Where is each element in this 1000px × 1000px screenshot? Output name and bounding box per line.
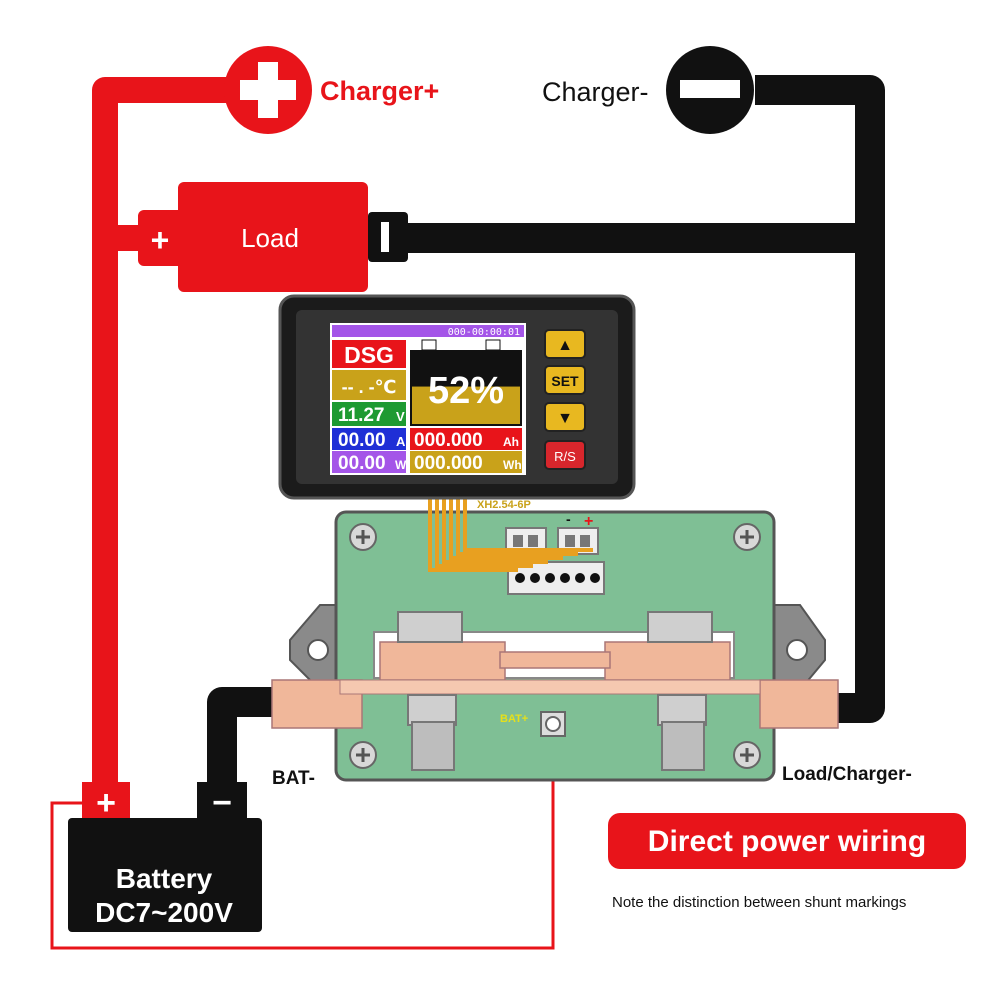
down-button[interactable]: ▼	[544, 402, 586, 432]
set-button[interactable]: SET	[544, 365, 586, 395]
power-unit: W	[395, 458, 407, 472]
timer-readout: 000-00:00:01	[448, 327, 520, 338]
temperature-readout: -- . -℃	[342, 377, 397, 397]
battery	[68, 782, 262, 932]
mounting-screw	[349, 523, 377, 551]
shunt-board: - +	[271, 510, 839, 782]
load-block	[138, 182, 408, 292]
battery-voltage: DC7~200V	[95, 897, 233, 928]
bat-minus-label: BAT-	[272, 768, 315, 789]
battery-name: Battery	[116, 863, 213, 894]
soc-gauge-fill	[412, 386, 520, 424]
red-wire-main	[92, 77, 235, 800]
load-plus-sign: +	[151, 222, 170, 258]
up-button[interactable]: ▲	[544, 329, 586, 359]
mounting-screw	[733, 741, 761, 769]
energy-unit: Wh	[503, 458, 522, 472]
charger-plus-label: Charger+	[320, 76, 439, 106]
black-wire-battery	[207, 687, 283, 800]
mounting-screw	[349, 741, 377, 769]
xh-header	[507, 561, 605, 595]
voltage-unit: V	[396, 409, 405, 424]
capacity-unit: Ah	[503, 435, 519, 449]
energy-readout: 000.000	[414, 453, 483, 474]
note-text: Note the distinction between shunt marki…	[612, 894, 906, 911]
shunt-bolt-left	[397, 611, 463, 771]
soc-readout: 52%	[428, 370, 504, 412]
black-wire-charger	[755, 75, 885, 723]
connector-label: XH2.54-6P	[477, 499, 531, 511]
down-arrow-icon: ▼	[557, 410, 573, 427]
charger-minus-terminal	[666, 46, 754, 134]
load-charger-minus-label: Load/Charger-	[782, 764, 912, 785]
meter-display: 000-00:00:01 DSG -- . -℃ 11.27 V 00.00 A…	[278, 294, 636, 500]
up-arrow-icon: ▲	[557, 337, 573, 354]
charger-plus-terminal	[224, 46, 312, 134]
battery-minus-sign: −	[212, 784, 232, 822]
battery-plus-sign: +	[96, 784, 116, 822]
set-button-label: SET	[551, 373, 579, 389]
bat-plus-terminal-label: BAT+	[500, 713, 528, 725]
sense-plus-mark: +	[584, 513, 593, 530]
battery-body	[68, 818, 262, 932]
sense-minus-mark: -	[566, 511, 571, 527]
load-minus-icon	[381, 222, 389, 252]
title-banner	[608, 813, 966, 869]
thin-red-sense-wire	[50, 735, 555, 950]
charger-minus-label: Charger-	[542, 77, 649, 107]
current-unit: A	[396, 434, 406, 449]
mounting-screw	[733, 523, 761, 551]
black-wires	[207, 75, 885, 800]
reset-button-label: R/S	[554, 449, 576, 464]
status-readout: DSG	[344, 342, 394, 368]
title-banner-text: Direct power wiring	[648, 825, 926, 858]
current-readout: 00.00	[338, 430, 386, 451]
voltage-readout: 11.27	[338, 405, 385, 426]
load-label: Load	[241, 223, 299, 253]
capacity-readout: 000.000	[414, 430, 483, 451]
shunt-bolt-right	[647, 611, 713, 771]
reset-button[interactable]: R/S	[544, 440, 586, 470]
power-readout: 00.00	[338, 453, 386, 474]
ribbon-cable	[428, 495, 593, 572]
